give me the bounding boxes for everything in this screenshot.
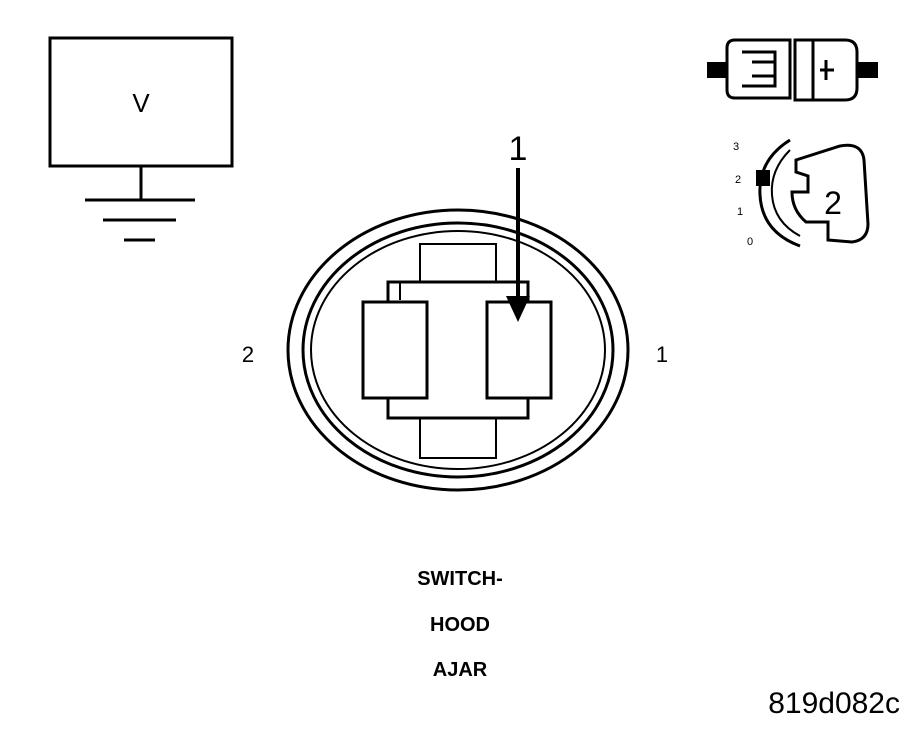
connector-key-bottom bbox=[419, 417, 497, 459]
figure-id: 819d082c bbox=[768, 687, 900, 720]
voltmeter-label: V bbox=[132, 88, 150, 118]
caption-line-3: AJAR bbox=[433, 659, 488, 681]
switch-caption: SWITCH- HOOD AJAR bbox=[417, 568, 503, 681]
ignition-key-icon: 3 2 1 0 2 bbox=[733, 138, 870, 248]
terminal-1 bbox=[485, 300, 553, 400]
connector-key-top bbox=[419, 243, 497, 283]
caption-line-2: HOOD bbox=[430, 614, 490, 636]
pin-label-left: 2 bbox=[242, 342, 254, 367]
pin-label-right: 1 bbox=[656, 342, 668, 367]
dial-mark-1: 1 bbox=[737, 206, 743, 218]
terminal-2 bbox=[361, 300, 429, 400]
dial-mark-3: 3 bbox=[733, 141, 739, 153]
ground-symbol bbox=[85, 166, 195, 242]
connector-disconnect-icon bbox=[707, 38, 878, 102]
callout-arrow bbox=[506, 168, 530, 322]
callout-number: 1 bbox=[509, 130, 528, 168]
key-position-number: 2 bbox=[824, 185, 842, 221]
voltmeter-symbol: V bbox=[48, 36, 234, 168]
dial-mark-0: 0 bbox=[747, 236, 753, 248]
connector-face bbox=[286, 208, 630, 492]
caption-line-1: SWITCH- bbox=[417, 568, 503, 590]
dial-mark-2: 2 bbox=[735, 174, 741, 186]
key-icon bbox=[790, 143, 870, 244]
